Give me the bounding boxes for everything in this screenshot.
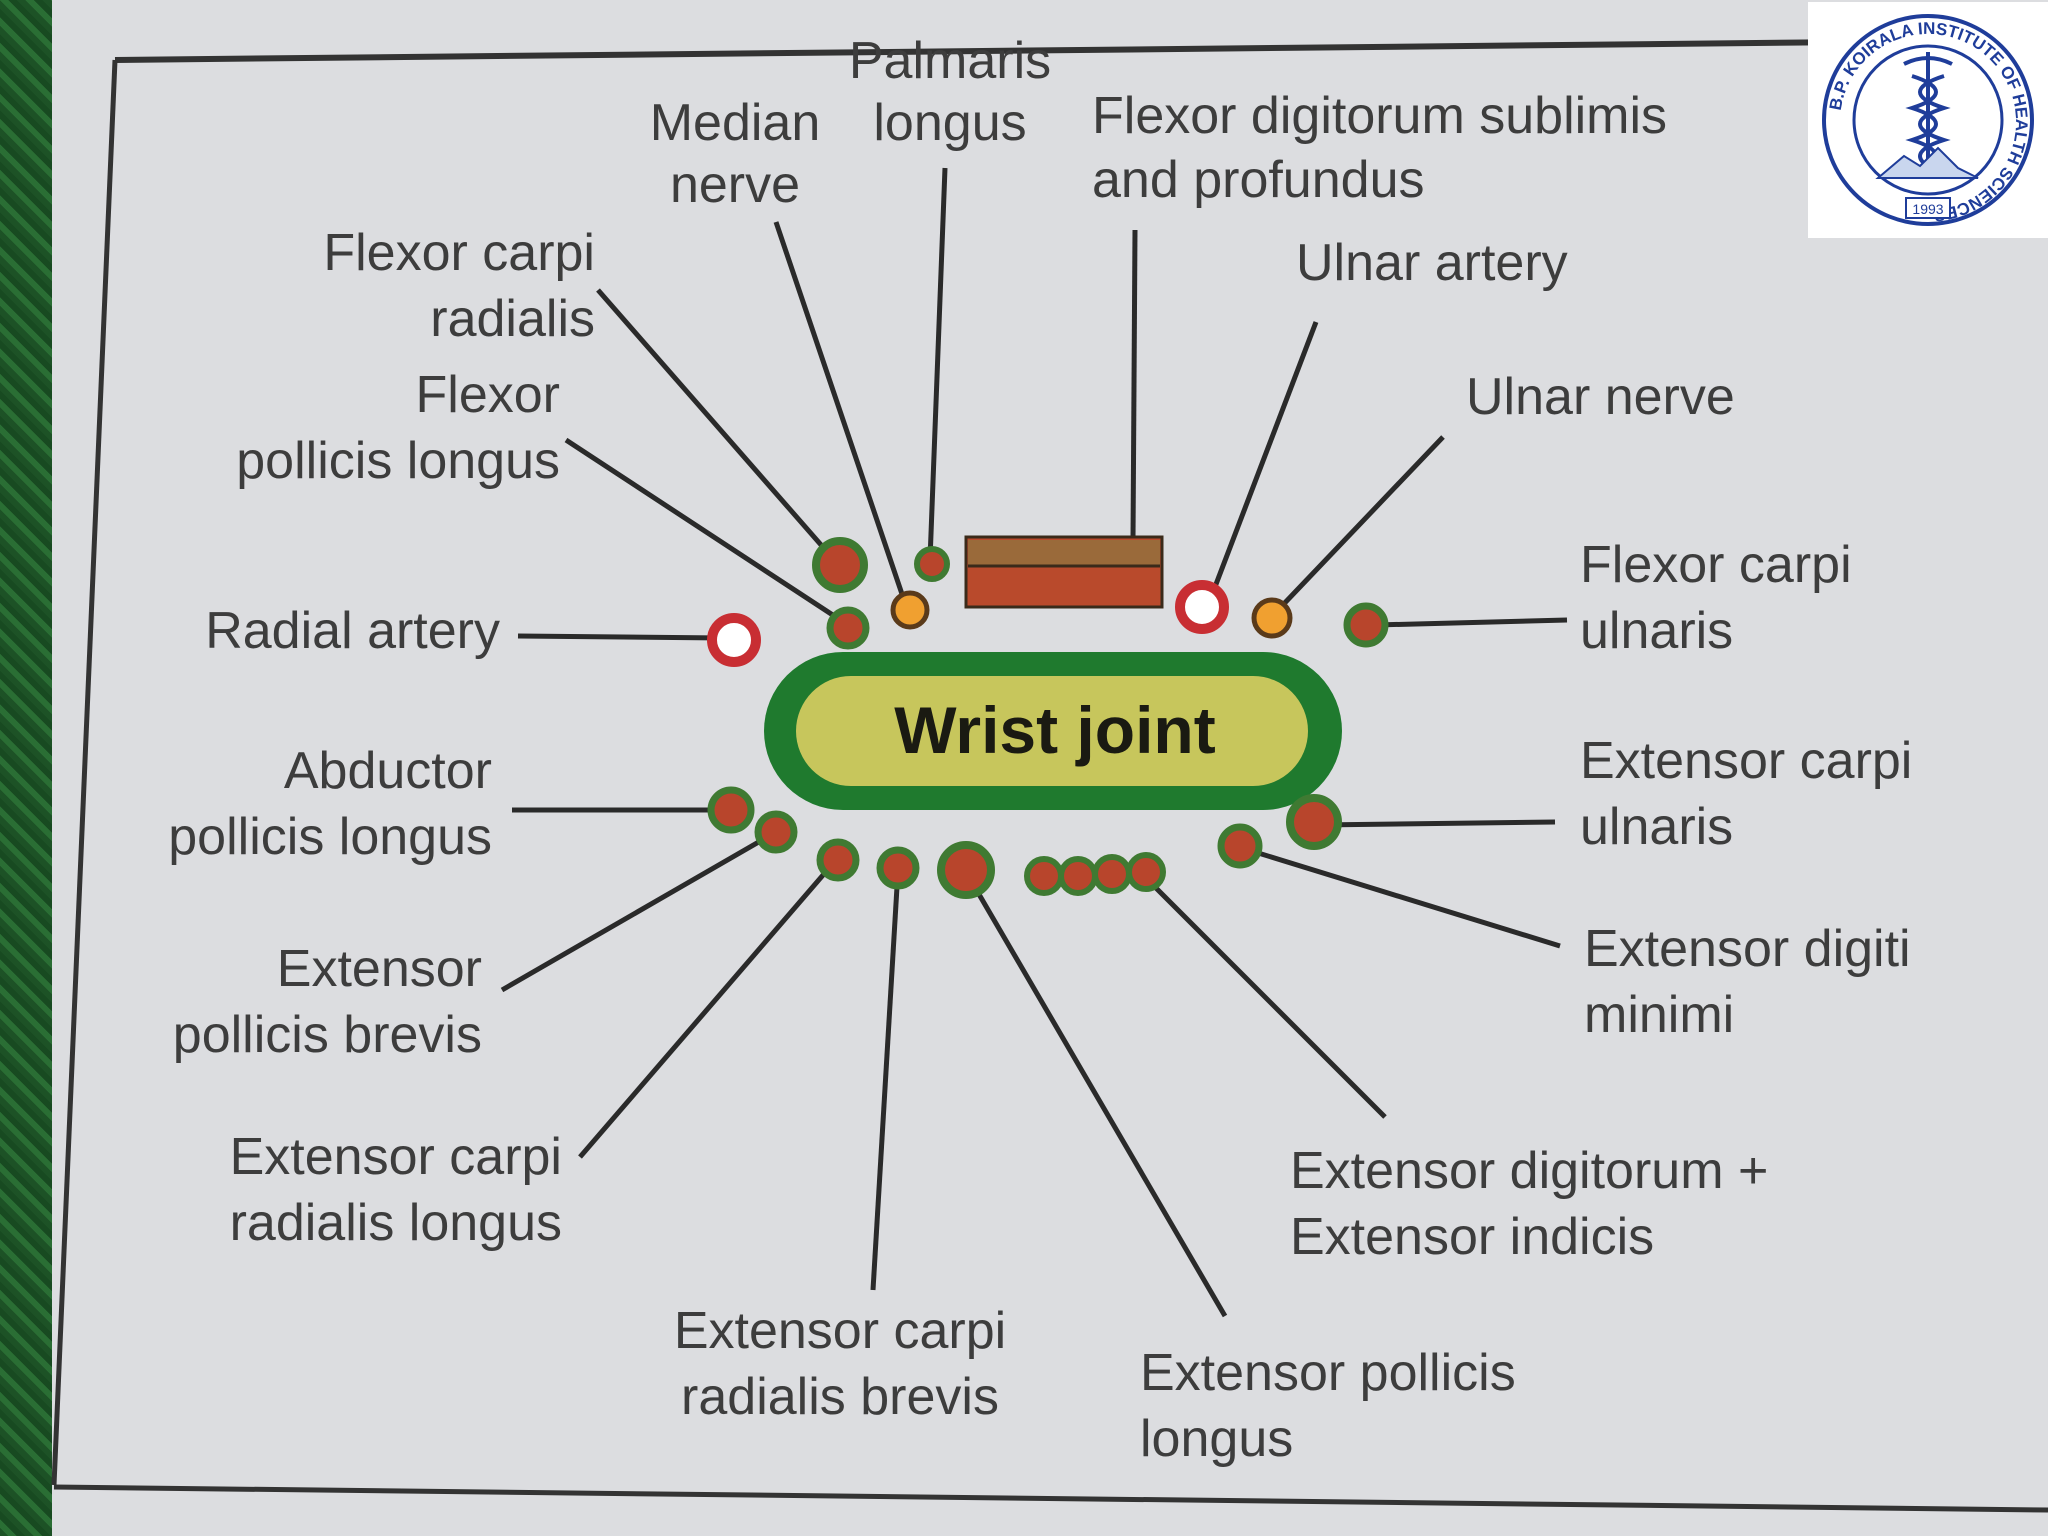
label-ulnar-nerve: Ulnar nerve — [1466, 368, 1735, 426]
fcr-tendon — [812, 537, 868, 593]
label-ecrl: Extensor carpi radialis longus — [229, 1128, 562, 1252]
frame-left-border — [51, 59, 118, 1486]
ecrb-tendon — [876, 846, 920, 890]
frame-border — [114, 37, 2048, 63]
ed-tendon-1 — [1024, 856, 1064, 896]
logo-year: 1993 — [1912, 201, 1943, 217]
ulnar-artery-circle — [1175, 580, 1229, 634]
logo-seal: B.P. KOIRALA INSTITUTE OF HEALTH SCIENCE… — [1822, 14, 2034, 226]
label-ed-ei: Extensor digitorum + Extensor indicis — [1290, 1142, 1769, 1266]
ed-tendon-3 — [1092, 854, 1132, 894]
institute-logo: B.P. KOIRALA INSTITUTE OF HEALTH SCIENCE… — [1808, 2, 2048, 238]
label-fcr: Flexor carpi radialis — [323, 224, 595, 348]
epl-tendon — [937, 841, 995, 899]
label-fpl: Flexor pollicis longus — [236, 366, 560, 490]
apl-tendon — [707, 786, 755, 834]
ulnar-nerve-circle — [1251, 597, 1293, 639]
wrist-joint-inner — [796, 676, 1308, 786]
wrist-joint-label: Wrist joint — [894, 693, 1216, 767]
fcu-tendon — [1343, 602, 1389, 648]
flexor-retinaculum — [964, 535, 1164, 609]
palmaris-longus-tendon — [914, 546, 950, 582]
label-palmaris-longus: Palmaris longus — [848, 32, 1052, 152]
ed-tendon-4 — [1126, 852, 1166, 892]
label-epb: Extensor pollicis brevis — [172, 940, 482, 1064]
epb-tendon — [754, 810, 798, 854]
fpl-tendon — [826, 606, 870, 650]
label-edm: Extensor digiti minimi — [1584, 920, 1911, 1044]
label-median-nerve: Median nerve — [649, 94, 821, 214]
label-apl: Abductor pollicis longus — [168, 742, 492, 866]
label-ulnar-artery: Ulnar artery — [1296, 234, 1568, 292]
frame-bottom-border — [53, 1484, 2048, 1513]
leader-lines — [500, 167, 1568, 1318]
label-radial-artery: Radial artery — [205, 602, 500, 660]
ed-tendon-2 — [1058, 856, 1098, 896]
ecrl-tendon — [816, 838, 860, 882]
mountain-icon — [1875, 146, 1979, 179]
background-texture — [0, 0, 60, 1536]
label-ecrb: Extensor carpi radialis brevis — [673, 1302, 1007, 1426]
median-nerve-circle — [890, 590, 930, 630]
label-ecu: Extensor carpi ulnaris — [1580, 732, 1913, 856]
edm-tendon — [1217, 823, 1263, 869]
label-fcu: Flexor carpi ulnaris — [1580, 536, 1852, 660]
radial-artery-circle — [707, 613, 761, 667]
label-fds-fdp: Flexor digitorum sublimis and profundus — [1092, 87, 1668, 209]
label-epl: Extensor pollicis longus — [1140, 1344, 1516, 1468]
ecu-tendon — [1286, 794, 1342, 850]
